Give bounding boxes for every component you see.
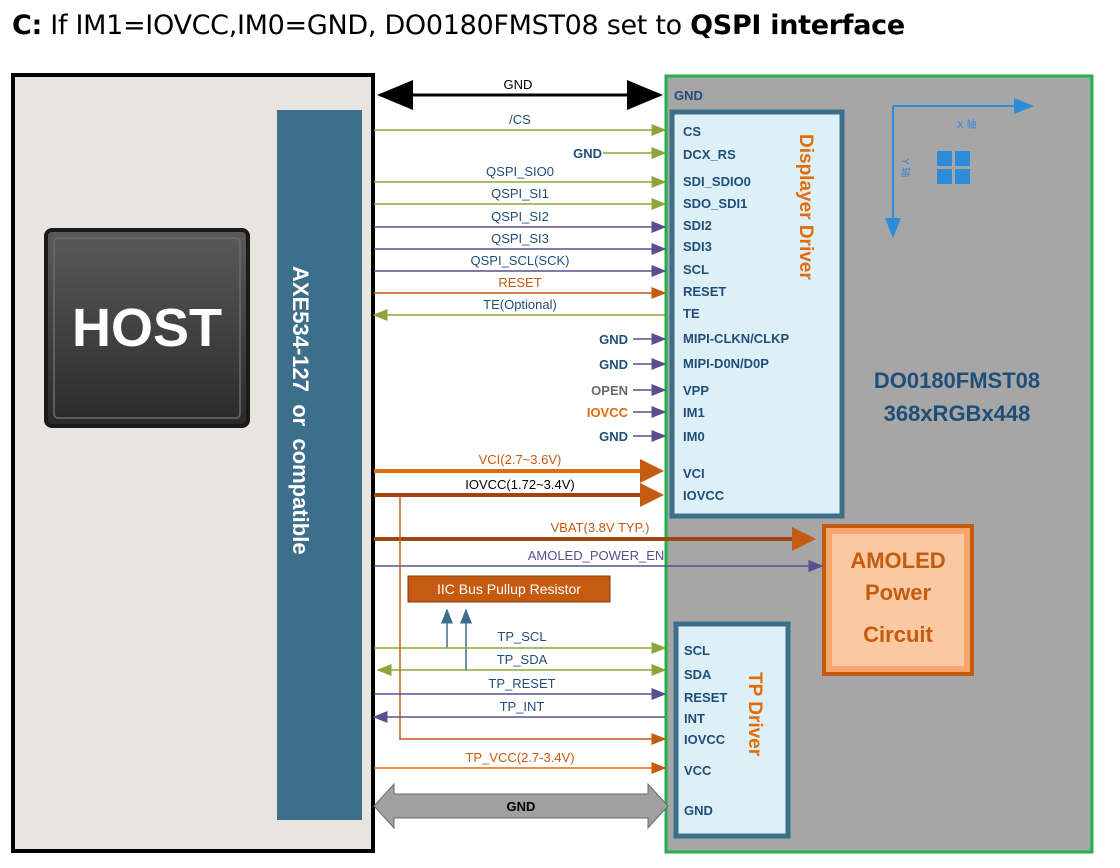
display-driver-pin-im1: IM1 xyxy=(683,405,705,420)
display-driver-pin-im0: IM0 xyxy=(683,429,705,444)
te-label: TE(Optional) xyxy=(483,297,557,312)
tp-driver-pin-scl: SCL xyxy=(684,643,710,658)
im0-tie-label: GND xyxy=(599,429,628,444)
display-driver-pin-mipi-clkn-clkp: MIPI-CLKN/CLKP xyxy=(683,331,789,346)
tp-driver-pin-gnd: GND xyxy=(684,803,713,818)
display-driver-pin-scl: SCL xyxy=(683,262,709,277)
amoled-en-label: AMOLED_POWER_EN xyxy=(528,548,665,563)
dcx-tie-label: GND xyxy=(573,146,602,161)
mcu-label: AXE534-127 or compatible xyxy=(288,266,313,555)
tp-int-label: TP_INT xyxy=(500,699,545,714)
display-driver-pin-dcx-rs: DCX_RS xyxy=(683,147,736,162)
tp-driver-pin-reset: RESET xyxy=(684,690,727,705)
clk-tie-label: GND xyxy=(599,332,628,347)
display-driver-pin-iovcc: IOVCC xyxy=(683,488,725,503)
tp-driver-pin-vcc: VCC xyxy=(684,763,712,778)
display-driver-pin-sdo-sdi1: SDO_SDI1 xyxy=(683,196,747,211)
display-driver-pin-vci: VCI xyxy=(683,466,705,481)
gnd-bottom-label: GND xyxy=(507,799,536,814)
display-driver-pin-sdi-sdio0: SDI_SDIO0 xyxy=(683,174,751,189)
display-driver-pin-mipi-d0n-d0p: MIPI-D0N/D0P xyxy=(683,356,769,371)
tp-driver-pin-sda: SDA xyxy=(684,667,712,682)
host-label: HOST xyxy=(72,298,222,358)
amoled-label: AMOLED xyxy=(850,548,945,573)
tp-driver-pin-iovcc: IOVCC xyxy=(684,732,726,747)
iovcc-label: IOVCC(1.72~3.4V) xyxy=(465,477,574,492)
tp-sda-label: TP_SDA xyxy=(497,652,548,667)
host-chip xyxy=(44,228,250,428)
tp-vcc-label: TP_VCC(2.7-3.4V) xyxy=(465,750,574,765)
display-driver-pin-reset: RESET xyxy=(683,284,726,299)
scl-label: QSPI_SCL(SCK) xyxy=(471,253,570,268)
si1-label: QSPI_SI1 xyxy=(491,186,549,201)
display-driver-pin-te: TE xyxy=(683,306,700,321)
vbat-label: VBAT(3.8V TYP.) xyxy=(551,520,650,535)
page-title: C: If IM1=IOVCC,IM0=GND, DO0180FMST08 se… xyxy=(12,10,905,41)
tp-driver-pins: SCL SDA RESET INT IOVCC VCC GND xyxy=(684,643,727,818)
reset-label: RESET xyxy=(498,275,541,290)
display-driver-title: Displayer Driver xyxy=(795,134,816,280)
sio0-label: QSPI_SIO0 xyxy=(486,164,554,179)
pullup-resistor-box xyxy=(407,575,611,603)
gnd-top-label: GND xyxy=(504,77,533,92)
power-label: Power xyxy=(865,580,931,605)
pullup-resistor-label: IIC Bus Pullup Resistor xyxy=(437,581,581,597)
windows-icon xyxy=(937,151,970,184)
d0-tie-label: GND xyxy=(599,357,628,372)
tp-scl-label: TP_SCL xyxy=(497,629,546,644)
circuit-label: Circuit xyxy=(863,622,933,647)
tp-driver-title: TP Driver xyxy=(744,672,765,757)
module-gnd-label: GND xyxy=(674,88,703,103)
module-name: DO0180FMST08 xyxy=(874,368,1040,393)
vpp-tie-label: OPEN xyxy=(591,383,628,398)
tp-reset-label: TP_RESET xyxy=(488,676,555,691)
si3-label: QSPI_SI3 xyxy=(491,231,549,246)
display-driver-pin-vpp: VPP xyxy=(683,383,709,398)
mcu-bar xyxy=(277,110,362,820)
x-axis-label: X 轴 xyxy=(957,118,976,131)
display-driver-pin-sdi3: SDI3 xyxy=(683,239,712,254)
si2-label: QSPI_SI2 xyxy=(491,209,549,224)
y-axis-label: Y 轴 xyxy=(899,158,912,177)
gnd-bottom-arrow xyxy=(373,782,669,830)
module-resolution: 368xRGBx448 xyxy=(884,401,1031,426)
cs-label: /CS xyxy=(509,112,531,127)
tp-driver-box xyxy=(673,621,791,839)
display-driver-pin-sdi2: SDI2 xyxy=(683,218,712,233)
vci-label: VCI(2.7~3.6V) xyxy=(479,452,562,467)
display-driver-box xyxy=(669,109,845,519)
tp-driver-pin-int: INT xyxy=(684,711,705,726)
display-driver-pin-cs: CS xyxy=(683,124,701,139)
im1-tie-label: IOVCC xyxy=(587,405,629,420)
